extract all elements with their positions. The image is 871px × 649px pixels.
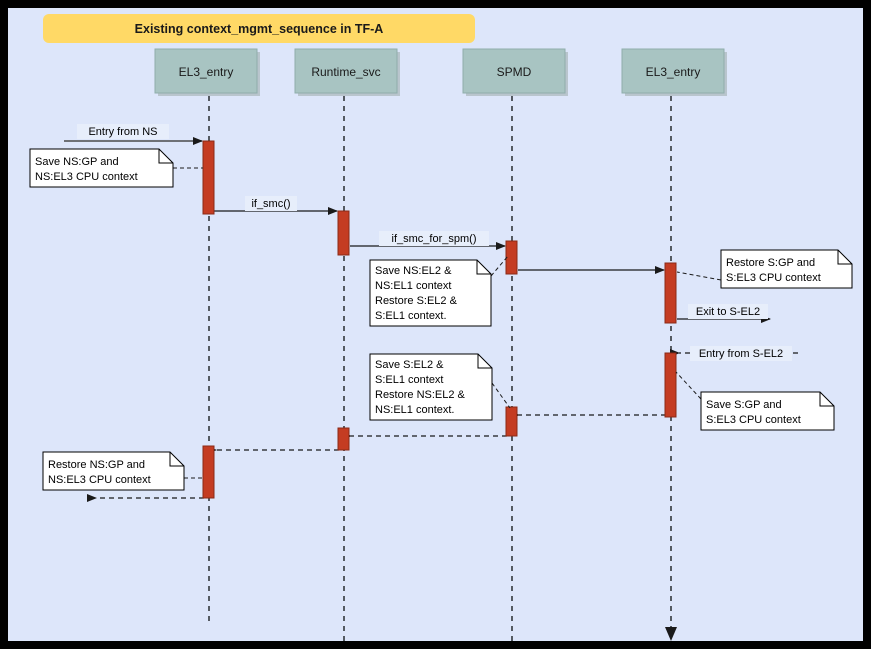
note-shape (369, 259, 492, 327)
lifeline-label: SPMD (497, 65, 532, 79)
note-connector (490, 255, 509, 277)
notes-layer: Save NS:GP and NS:EL3 CPU context Save N… (29, 148, 853, 491)
message-label-entry-from-s-el2: Entry from S-EL2 (690, 346, 792, 361)
note-fold-icon (837, 250, 852, 265)
note-line: Restore NS:EL2 & (375, 389, 466, 401)
note-shape (42, 451, 185, 491)
note-line: S:EL1 context. (375, 310, 447, 322)
note-connector (676, 271, 722, 281)
note-line: Save NS:EL2 & (375, 265, 452, 277)
note-line: NS:EL3 CPU context (35, 171, 138, 183)
message-label: Exit to S-EL2 (696, 306, 760, 318)
lifeline-box (294, 48, 398, 94)
note-connector (491, 382, 511, 409)
message-label-exit-to-s-el2: Exit to S-EL2 (688, 304, 768, 319)
message-label-if-smc: if_smc() (245, 196, 297, 211)
lifeline-header-runtime-svc[interactable]: Runtime_svc (294, 48, 400, 96)
message-label: Entry from NS (88, 126, 157, 138)
note-line: NS:EL3 CPU context (48, 474, 151, 486)
lifelines-layer (208, 96, 677, 641)
note-fold-icon (819, 392, 834, 407)
note-fold-icon (158, 149, 173, 164)
activation-bar[interactable] (664, 262, 677, 324)
note-line: NS:EL1 context. (375, 404, 455, 416)
note-shape (29, 148, 174, 188)
diagram-title: Existing context_mgmt_sequence in TF-A (135, 22, 384, 36)
note-save-s-gp[interactable]: Save S:GP and S:EL3 CPU context (700, 391, 835, 431)
lifeline-box (621, 48, 725, 94)
note-shape (700, 391, 835, 431)
note-connectors-layer (173, 167, 722, 479)
lifeline-box (154, 48, 258, 94)
lifeline-label: Runtime_svc (311, 65, 380, 79)
activation-bar[interactable] (505, 406, 518, 437)
note-line: S:EL3 CPU context (726, 272, 821, 284)
activation-bar[interactable] (337, 210, 350, 256)
lifeline-header-el3-entry-right[interactable]: EL3_entry (621, 48, 727, 96)
lifeline-label: EL3_entry (646, 65, 701, 79)
lifeline-headers-layer: EL3_entry Runtime_svc SPMD EL3_entry (154, 48, 727, 96)
title-banner (43, 14, 475, 43)
lifeline-header-spmd[interactable]: SPMD (462, 48, 568, 96)
activation-bar[interactable] (664, 352, 677, 418)
note-restore-ns-gp[interactable]: Restore NS:GP and NS:EL3 CPU context (42, 451, 185, 491)
message-label-if-smc-for-spm: if_smc_for_spm() (379, 231, 489, 246)
note-connector (675, 371, 702, 400)
lifeline-header-el3-entry-left[interactable]: EL3_entry (154, 48, 260, 96)
lifeline-end-arrow-icon (665, 627, 677, 641)
note-line: Save NS:GP and (35, 156, 119, 168)
note-line: Restore S:EL2 & (375, 295, 458, 307)
lifeline-label: EL3_entry (179, 65, 234, 79)
note-line: S:EL3 CPU context (706, 414, 801, 426)
note-fold-icon (169, 452, 184, 467)
note-fold-icon (477, 354, 492, 369)
note-fold-icon (476, 260, 491, 275)
message-label: Entry from S-EL2 (699, 348, 783, 360)
message-label: if_smc() (251, 198, 290, 210)
message-labels-layer: Entry from NS if_smc() if_smc_for_spm() … (77, 124, 792, 361)
activations-layer (202, 140, 677, 499)
note-save-ns-gp[interactable]: Save NS:GP and NS:EL3 CPU context (29, 148, 174, 188)
note-shape (720, 249, 853, 289)
note-line: Save S:EL2 & (375, 359, 444, 371)
note-shape (369, 353, 493, 421)
message-label: if_smc_for_spm() (392, 233, 477, 245)
note-line: NS:EL1 context (375, 280, 451, 292)
note-save-ns-el2[interactable]: Save NS:EL2 & NS:EL1 context Restore S:E… (369, 259, 492, 327)
note-restore-s-gp[interactable]: Restore S:GP and S:EL3 CPU context (720, 249, 853, 289)
activation-bar[interactable] (505, 240, 518, 275)
activation-bar[interactable] (202, 445, 215, 499)
activation-bar[interactable] (202, 140, 215, 215)
note-line: Save S:GP and (706, 399, 782, 411)
note-line: Restore NS:GP and (48, 459, 145, 471)
message-label-entry-from-ns: Entry from NS (77, 124, 169, 139)
note-line: Restore S:GP and (726, 257, 815, 269)
diagram-canvas: Existing context_mgmt_sequence in TF-A E… (8, 8, 863, 641)
title-banner-layer: Existing context_mgmt_sequence in TF-A (43, 14, 475, 43)
lifeline-box (462, 48, 566, 94)
note-line: S:EL1 context (375, 374, 444, 386)
note-save-s-el2[interactable]: Save S:EL2 & S:EL1 context Restore NS:EL… (369, 353, 493, 421)
activation-bar[interactable] (337, 427, 350, 451)
